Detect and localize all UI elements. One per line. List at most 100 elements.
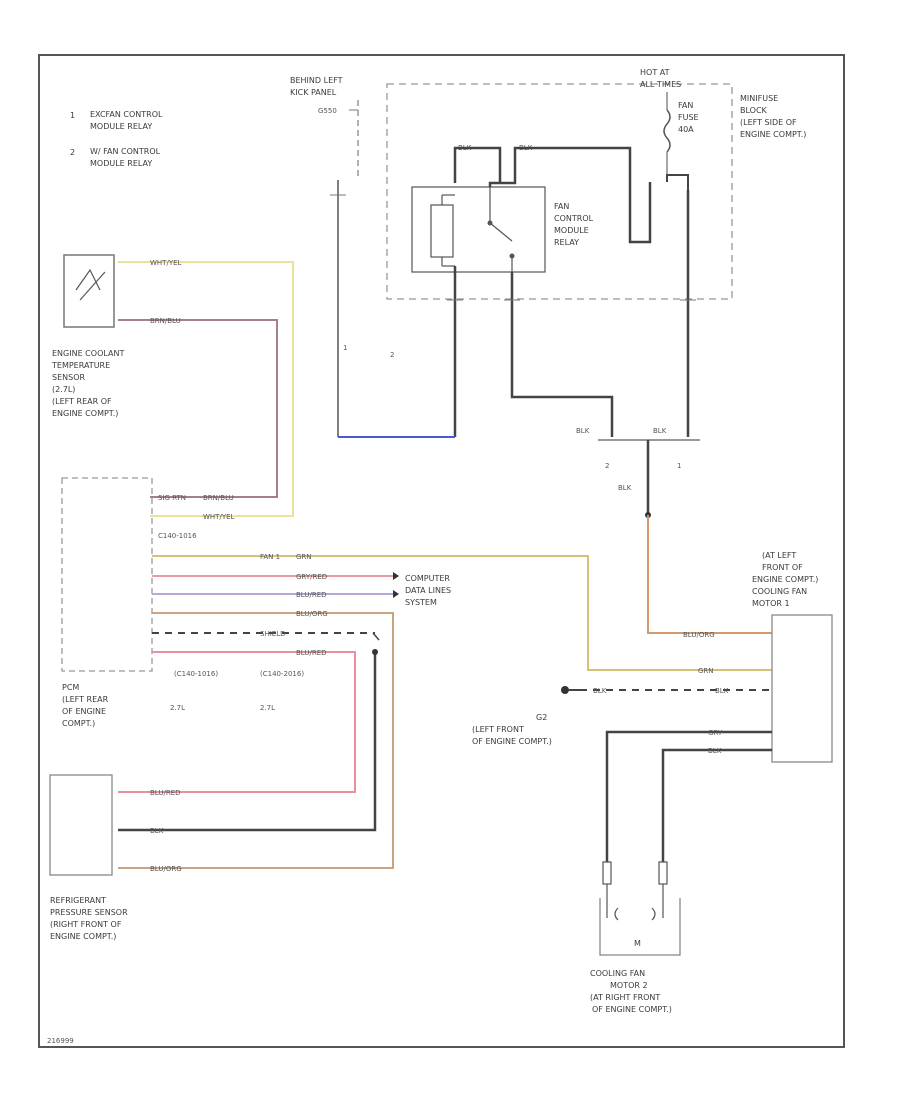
svg-text:2.7L: 2.7L: [260, 704, 275, 712]
wire-blk-ac: [118, 652, 377, 832]
wire-label-brn-blu-2: BRN/BLU: [203, 494, 234, 502]
fuse-output-wire: [666, 174, 689, 190]
svg-text:FAN: FAN: [554, 202, 569, 211]
svg-text:KICK PANEL: KICK PANEL: [290, 88, 337, 97]
ac-pressure-sensor-label: REFRIGERANT PRESSURE SENSOR (RIGHT FRONT…: [50, 896, 128, 941]
pcm-label: PCM (LEFT REAR OF ENGINE COMPT.): [62, 683, 109, 728]
footer-code: 216999: [47, 1037, 74, 1045]
computer-data-lines-label: COMPUTER DATA LINES SYSTEM: [405, 574, 451, 607]
pcm-connector-code: C140-1016: [158, 532, 197, 540]
ect-sensor: [63, 254, 115, 328]
svg-text:DATA LINES: DATA LINES: [405, 586, 451, 595]
svg-text:BEHIND LEFT: BEHIND LEFT: [290, 76, 343, 85]
svg-text:MODULE: MODULE: [554, 226, 589, 235]
svg-text:ALL TIMES: ALL TIMES: [640, 80, 681, 89]
svg-text:2: 2: [605, 462, 609, 470]
fuse-to-relay-wire: [488, 146, 652, 244]
wire-label-shield: SHIELD: [260, 630, 285, 638]
svg-text:(C140-1016): (C140-1016): [174, 670, 218, 678]
pin-fan1: FAN 1: [260, 553, 280, 561]
svg-text:FUSE: FUSE: [678, 113, 699, 122]
pcm-outline: [61, 477, 153, 672]
cooling-fan-motor-2-label: COOLING FAN MOTOR 2 (AT RIGHT FRONT OF E…: [590, 969, 672, 1014]
wire-wht-yel-ect: [118, 261, 294, 517]
wire-label-blk-motor: BLK: [708, 747, 722, 755]
wire-relay-out-down: [510, 272, 614, 437]
wire-label-gry: GRY: [708, 729, 723, 737]
wire-grn-to-motor1: [152, 555, 772, 671]
wire-label-wht-yel-1: WHT/YEL: [150, 259, 182, 267]
cooling-fan-motor-2: M: [599, 884, 681, 956]
wire-label-blu-org-ac2: BLU/ORG: [150, 865, 182, 873]
wire-blu-org-to-motor1: [647, 515, 772, 634]
legend-text-1b: MODULE RELAY: [90, 122, 152, 131]
svg-text:COOLING FAN: COOLING FAN: [590, 969, 645, 978]
wire-num-1: 1: [343, 344, 347, 352]
svg-text:ENGINE COMPT.): ENGINE COMPT.): [752, 575, 818, 584]
svg-text:SYSTEM: SYSTEM: [405, 598, 437, 607]
cooling-fan-motor-1-box: [771, 614, 833, 763]
svg-text:COMPT.): COMPT.): [62, 719, 95, 728]
legend: 1 EXCFAN CONTROL MODULE RELAY 2 W/ FAN C…: [70, 110, 163, 168]
svg-text:FRONT OF: FRONT OF: [762, 563, 803, 572]
svg-text:REFRIGERANT: REFRIGERANT: [50, 896, 106, 905]
svg-text:BLK: BLK: [618, 484, 632, 492]
svg-text:(LEFT FRONT: (LEFT FRONT: [472, 725, 524, 734]
wire-label-blu-org-motor1: BLU/ORG: [683, 631, 715, 639]
svg-text:MOTOR 2: MOTOR 2: [610, 981, 648, 990]
wire-label-blu-org-ac: BLU/ORG: [296, 610, 328, 618]
svg-text:40A: 40A: [678, 125, 694, 134]
legend-text-2b: MODULE RELAY: [90, 159, 152, 168]
relay-coil-icon: [430, 194, 455, 267]
relay-switch-icon: [487, 187, 515, 272]
svg-text:BLK: BLK: [576, 427, 590, 435]
ground-g2: BLK BLK G2 (LEFT FRONT OF ENGINE COMPT.): [472, 686, 772, 746]
relay-feed-wire: [453, 146, 502, 183]
svg-text:HOT AT: HOT AT: [640, 68, 670, 77]
wire-label-blu-red-1: BLU/RED: [296, 591, 327, 599]
minifuse-block-outline: [386, 83, 733, 300]
svg-text:(AT LEFT: (AT LEFT: [762, 551, 796, 560]
svg-text:ENGINE COMPT.): ENGINE COMPT.): [50, 932, 116, 941]
wire-label-gry-red: GRY/RED: [296, 573, 327, 581]
diagram-border: [38, 54, 845, 1048]
legend-num-1: 1: [70, 111, 75, 120]
fan-fuse-label: FAN FUSE 40A: [678, 101, 699, 134]
wire-label-blk-ac: BLK: [150, 827, 164, 835]
cooling-fan-motor-1-label: (AT LEFT FRONT OF ENGINE COMPT.) COOLING…: [752, 551, 818, 608]
svg-text:FAN: FAN: [678, 101, 693, 110]
pin-sig-rtn: SIG RTN: [158, 494, 186, 502]
svg-text:ENGINE COOLANT: ENGINE COOLANT: [52, 349, 124, 358]
behind-kick-panel-label: BEHIND LEFT KICK PANEL G550: [290, 76, 358, 115]
svg-text:M: M: [634, 939, 641, 948]
fan-fuse-icon: [663, 92, 671, 182]
svg-text:OF ENGINE COMPT.): OF ENGINE COMPT.): [472, 737, 552, 746]
svg-text:PCM: PCM: [62, 683, 79, 692]
svg-text:COOLING FAN: COOLING FAN: [752, 587, 807, 596]
wire-motor1-to-motor2-b: [661, 748, 772, 862]
svg-text:BLK: BLK: [653, 427, 667, 435]
svg-text:MINIFUSE: MINIFUSE: [740, 94, 778, 103]
svg-text:(LEFT REAR OF: (LEFT REAR OF: [52, 397, 112, 406]
wire-label-brn-blu-1: BRN/BLU: [150, 317, 181, 325]
svg-text:(AT RIGHT FRONT: (AT RIGHT FRONT: [590, 993, 660, 1002]
wire-label-blu-red-2: BLU/RED: [296, 649, 327, 657]
ect-sensor-label: ENGINE COOLANT TEMPERATURE SENSOR (2.7L)…: [51, 349, 124, 418]
wire-blu-org-ac: [118, 612, 394, 869]
svg-text:CONTROL: CONTROL: [554, 214, 594, 223]
svg-text:OF ENGINE COMPT.): OF ENGINE COMPT.): [592, 1005, 672, 1014]
svg-text:BLK: BLK: [593, 687, 607, 695]
wire-brn-blu-ect: [118, 319, 278, 498]
svg-text:(LEFT SIDE OF: (LEFT SIDE OF: [740, 118, 797, 127]
svg-text:TEMPERATURE: TEMPERATURE: [51, 361, 110, 370]
svg-text:(LEFT REAR: (LEFT REAR: [62, 695, 109, 704]
wire-label-wht-yel-2: WHT/YEL: [203, 513, 235, 521]
svg-text:(C140-2016): (C140-2016): [260, 670, 304, 678]
svg-text:BLK: BLK: [715, 687, 729, 695]
wire-blu-red-ac: [118, 651, 356, 793]
legend-text-2a: W/ FAN CONTROL: [90, 147, 161, 156]
relay-label: FAN CONTROL MODULE RELAY: [554, 202, 594, 247]
svg-text:(2.7L): (2.7L): [52, 385, 75, 394]
svg-text:1: 1: [677, 462, 681, 470]
